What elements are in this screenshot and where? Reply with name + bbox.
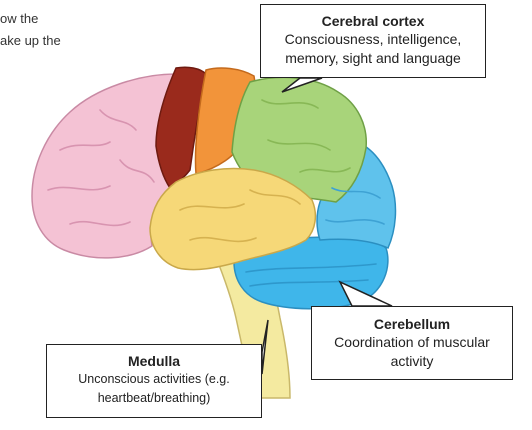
intro-text-line-1: ow the bbox=[0, 11, 39, 26]
medulla-callout: Medulla Unconscious activities (e.g. hea… bbox=[46, 344, 262, 418]
cerebral-cortex-callout: Cerebral cortex Consciousness, intellige… bbox=[260, 4, 486, 78]
medulla-desc-line-1: Unconscious activities (e.g. bbox=[78, 372, 230, 386]
cerebellum-callout: Cerebellum Coordination of muscular acti… bbox=[311, 306, 513, 380]
cortex-pointer bbox=[281, 77, 323, 93]
callout-pointers bbox=[261, 77, 393, 375]
brain-fold-lines bbox=[47, 99, 385, 287]
intro-text-line-2: ake up the bbox=[0, 33, 61, 48]
cerebral-cortex-title: Cerebral cortex bbox=[321, 13, 425, 29]
cerebral-cortex-desc-line-1: Consciousness, intelligence, bbox=[284, 31, 462, 47]
cerebral-cortex-desc-line-2: memory, sight and language bbox=[285, 50, 461, 66]
medulla-pointer bbox=[261, 319, 269, 375]
intro-text-fragment: ow the ake up the bbox=[0, 8, 61, 52]
cerebellum-desc-line-1: Coordination of muscular bbox=[334, 334, 490, 350]
medulla-desc-line-2: heartbeat/breathing) bbox=[97, 391, 211, 405]
medulla-title: Medulla bbox=[127, 353, 181, 369]
cerebellum-desc-line-2: activity bbox=[390, 353, 434, 369]
temporal-region bbox=[149, 167, 317, 271]
cerebellum-title: Cerebellum bbox=[373, 316, 451, 332]
